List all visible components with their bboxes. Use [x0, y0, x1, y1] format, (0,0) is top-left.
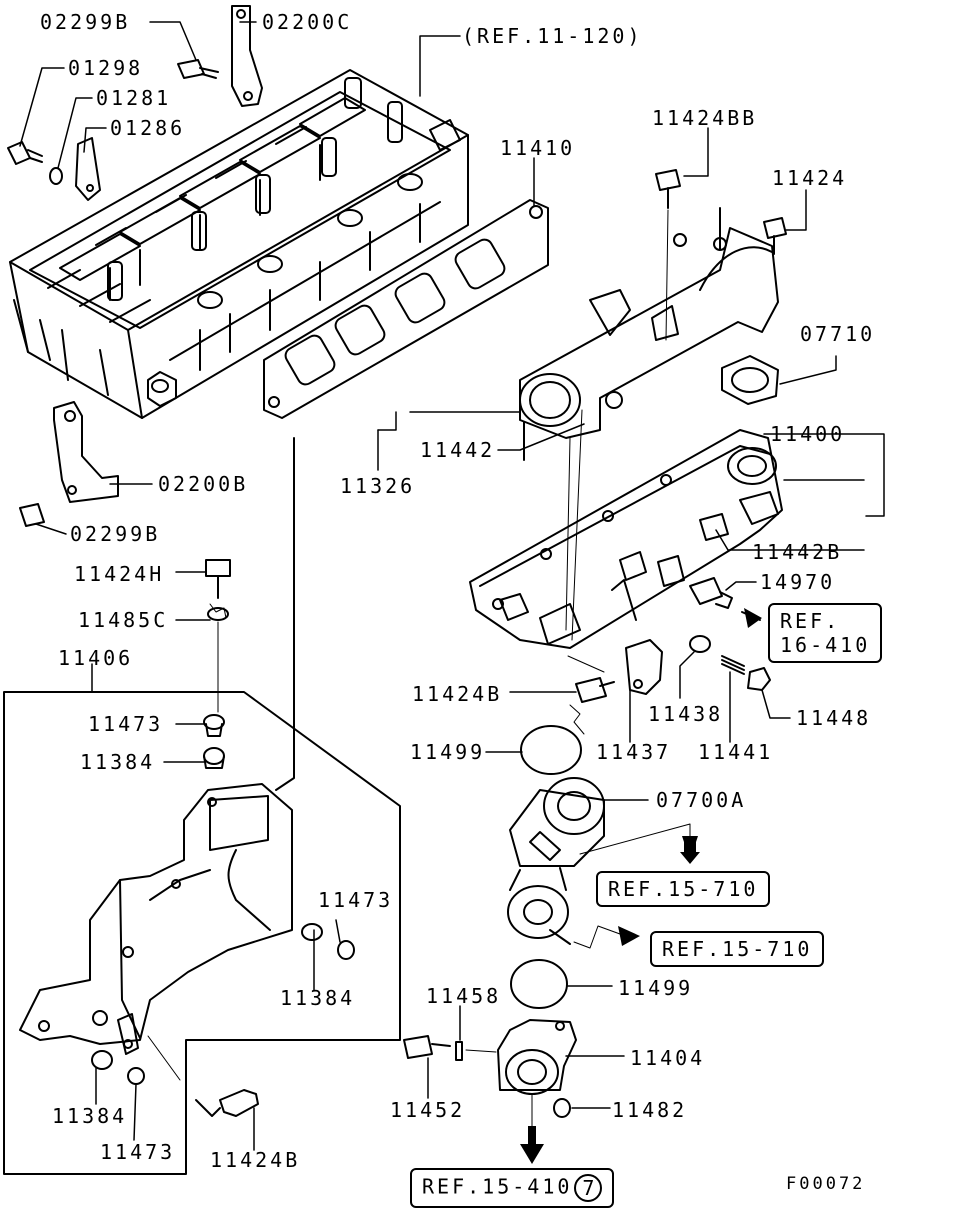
label-11384-b: 11384	[280, 986, 356, 1010]
label-11499-a: 11499	[410, 740, 486, 764]
clip-11458	[456, 1042, 462, 1060]
bracket-02200C	[232, 6, 262, 106]
bolt-11424BB	[656, 170, 680, 340]
label-11442: 11442	[420, 438, 496, 462]
label-01298: 01298	[68, 56, 144, 80]
bolt-11424H	[206, 560, 230, 598]
water-passage-11400	[470, 410, 782, 648]
grommet-11384-top	[204, 748, 224, 768]
label-11458: 11458	[426, 984, 502, 1008]
label-02200C: 02200C	[262, 10, 353, 34]
grommet-11384-mid	[302, 924, 322, 940]
gasket-11410	[264, 200, 548, 418]
label-11424B-b: 11424B	[210, 1148, 301, 1172]
bolt-11424B-upper	[576, 678, 614, 702]
label-14970: 14970	[760, 570, 836, 594]
label-02200B: 02200B	[158, 472, 249, 496]
label-11400: 11400	[770, 422, 846, 446]
bracket-11437	[626, 640, 662, 694]
bracket-02200B	[54, 402, 118, 502]
arrow-right-icon-14970	[744, 608, 762, 628]
label-07700A: 07700A	[656, 788, 747, 812]
label-11441: 11441	[698, 740, 774, 764]
ref-box-15-710-b-text: REF.15-710	[662, 937, 813, 961]
label-11442B: 11442B	[752, 540, 843, 564]
label-11499-b: 11499	[618, 976, 694, 1000]
label-11448: 11448	[796, 706, 872, 730]
label-11384-c: 11384	[52, 1104, 128, 1128]
water-pipe-11326	[520, 208, 778, 460]
label-07710: 07710	[800, 322, 876, 346]
label-02299B: 02299B	[40, 10, 131, 34]
label-11485C: 11485C	[78, 608, 169, 632]
ref-box-16-410[interactable]: REF. 16-410	[768, 603, 883, 663]
cap-11482	[554, 1099, 570, 1117]
thermostat-07700A	[508, 778, 604, 944]
nut-11448	[748, 668, 770, 690]
arrow-right-icon-15710-b	[618, 926, 640, 946]
gasket-07710	[722, 356, 778, 404]
label-11424B-a: 11424B	[412, 682, 503, 706]
arrow-down-icon-15410	[520, 1144, 544, 1164]
bolt-11424	[764, 218, 786, 254]
label-11424H: 11424H	[74, 562, 165, 586]
label-11473-b: 11473	[318, 888, 394, 912]
label-11482: 11482	[612, 1098, 688, 1122]
label-11410: 11410	[500, 136, 576, 160]
ref-box-15-710-b[interactable]: REF.15-710	[650, 931, 825, 967]
circled-number: 7	[574, 1174, 603, 1202]
ref-box-15-710-a[interactable]: REF.15-710	[596, 871, 771, 907]
label-ref-11-120: (REF.11-120)	[462, 24, 643, 48]
washer-01281	[50, 168, 62, 184]
clip-01286	[76, 138, 100, 200]
label-11424: 11424	[772, 166, 848, 190]
plug-11438	[690, 636, 710, 652]
grommet-11384-low	[92, 1051, 112, 1069]
collar-11473-mid	[338, 941, 354, 959]
diagram-code: F00072	[786, 1174, 866, 1194]
ref-box-16-410-line2: 16-410	[780, 633, 871, 657]
label-11384-a: 11384	[80, 750, 156, 774]
bolt-01298	[8, 142, 42, 164]
label-11438: 11438	[648, 702, 724, 726]
label-11473-a: 11473	[88, 712, 164, 736]
bolt-11424B-lower	[196, 1090, 258, 1116]
thermostat-housing-11404	[498, 1020, 576, 1094]
ref-box-15-410-text: REF.15-410	[422, 1174, 573, 1199]
ref-box-16-410-line1: REF.	[780, 609, 841, 633]
label-11424BB: 11424BB	[652, 106, 758, 130]
bolt-02299B-top	[178, 60, 218, 78]
bolt-02299B-bottom	[20, 504, 44, 526]
bracket-11406	[20, 784, 292, 1054]
label-11404: 11404	[630, 1046, 706, 1070]
cylinder-head	[10, 70, 468, 418]
group-box-11406	[4, 692, 400, 1174]
washer-11485C	[208, 608, 228, 620]
leader-11326-group	[276, 438, 294, 790]
label-01286: 01286	[110, 116, 186, 140]
sensor-11452	[404, 1036, 450, 1058]
collar-11473-top	[204, 715, 224, 736]
label-11326: 11326	[340, 474, 416, 498]
label-11473-c: 11473	[100, 1140, 176, 1164]
label-11437: 11437	[596, 740, 672, 764]
spring-11441	[722, 656, 744, 674]
label-11406: 11406	[58, 646, 134, 670]
sensor-14970	[690, 578, 732, 608]
ref-box-15-710-a-text: REF.15-710	[608, 877, 759, 901]
label-02299B-b: 02299B	[70, 522, 161, 546]
o-ring-11499-upper	[521, 726, 581, 774]
collar-11473-low	[128, 1068, 144, 1084]
label-11452: 11452	[390, 1098, 466, 1122]
o-ring-11499-lower	[511, 960, 567, 1008]
label-01281: 01281	[96, 86, 172, 110]
